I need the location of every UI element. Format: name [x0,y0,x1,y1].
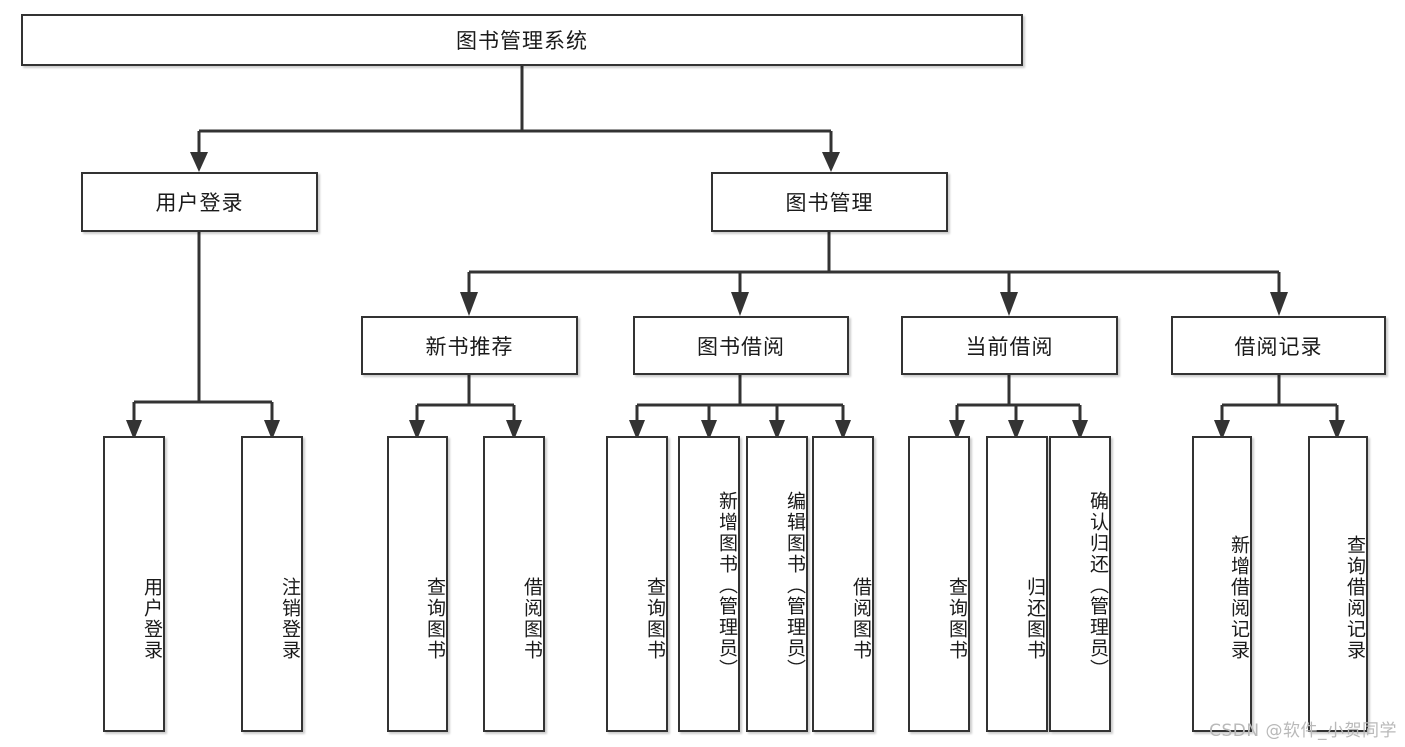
leaf-borrow-book-1-label: 借阅图书 [521,577,543,661]
leaf-query-book-2[interactable]: 查询图书 [606,436,668,732]
node-book-borrow-label: 图书借阅 [697,334,785,359]
leaf-borrow-book-2-label: 借阅图书 [850,577,872,661]
leaf-borrow-book-2[interactable]: 借阅图书 [812,436,874,732]
leaf-confirm-return[interactable]: 确认归还（管理员） [1049,436,1111,732]
watermark: CSDN @软件_小贺同学 [1209,721,1397,741]
node-root-label: 图书管理系统 [456,29,588,53]
node-user-login-label: 用户登录 [155,191,244,215]
leaf-query-book-2-label: 查询图书 [644,577,666,661]
leaf-query-book-3[interactable]: 查询图书 [908,436,970,732]
node-new-book-rec[interactable]: 新书推荐 [361,316,578,375]
leaf-user-login[interactable]: 用户登录 [103,436,165,732]
leaf-query-book-1[interactable]: 查询图书 [387,436,448,732]
leaf-query-record[interactable]: 查询借阅记录 [1308,436,1368,732]
node-borrow-record[interactable]: 借阅记录 [1171,316,1386,375]
node-book-manage[interactable]: 图书管理 [711,172,948,232]
leaf-add-book[interactable]: 新增图书（管理员） [678,436,740,732]
leaf-query-book-3-label: 查询图书 [946,577,968,661]
leaf-user-login-label: 用户登录 [141,577,163,661]
node-current-borrow[interactable]: 当前借阅 [901,316,1118,375]
leaf-add-record[interactable]: 新增借阅记录 [1192,436,1252,732]
leaf-return-book[interactable]: 归还图书 [986,436,1048,732]
leaf-logout-label: 注销登录 [279,577,301,661]
node-book-manage-label: 图书管理 [785,191,874,215]
node-book-borrow[interactable]: 图书借阅 [633,316,849,375]
leaf-logout[interactable]: 注销登录 [241,436,303,732]
leaf-edit-book-label: 编辑图书（管理员） [784,490,806,680]
node-current-borrow-label: 当前借阅 [965,334,1054,359]
leaf-add-record-label: 新增借阅记录 [1228,535,1250,661]
node-borrow-record-label: 借阅记录 [1234,334,1323,359]
node-user-login[interactable]: 用户登录 [81,172,318,232]
node-new-book-rec-label: 新书推荐 [425,334,514,359]
leaf-query-record-label: 查询借阅记录 [1344,535,1366,661]
node-root[interactable]: 图书管理系统 [21,14,1023,66]
leaf-borrow-book-1[interactable]: 借阅图书 [483,436,545,732]
leaf-add-book-label: 新增图书（管理员） [716,490,738,680]
leaf-edit-book[interactable]: 编辑图书（管理员） [746,436,808,732]
leaf-return-book-label: 归还图书 [1024,577,1046,661]
leaf-query-book-1-label: 查询图书 [424,577,446,661]
leaf-confirm-return-label: 确认归还（管理员） [1087,490,1109,680]
